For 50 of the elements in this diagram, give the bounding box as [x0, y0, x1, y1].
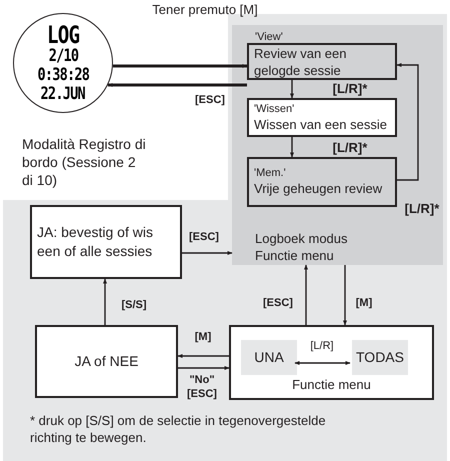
arrow [107, 83, 247, 87]
box-heading: 'View' [255, 31, 283, 44]
box-text: Wissen van een sessie [254, 116, 388, 132]
option-text: UNA [254, 348, 284, 367]
arrow [304, 264, 308, 325]
display-readout: LOG [46, 22, 80, 46]
box-text: Vrije geheugen review [254, 180, 384, 197]
display-readout: 2/10 [48, 46, 78, 66]
menu-panel [232, 25, 443, 265]
arrow [290, 80, 294, 98]
box-text: Review van een gelogde sessie [254, 44, 348, 78]
arrow [178, 354, 229, 358]
arrow [396, 63, 419, 181]
footnote: * druk op [S/S] om de selectie in tegenovergestelde richting te bewegen. [30, 412, 327, 446]
arrow [112, 64, 248, 68]
arrow [290, 137, 294, 158]
box-text: JA of NEE [74, 352, 140, 371]
option-text: TODAS [356, 348, 404, 367]
edge-label: [L/R]* [332, 82, 368, 96]
arrow [343, 265, 347, 326]
menu-box [247, 157, 397, 207]
box-heading: 'Mem.' [254, 167, 287, 180]
edge-label: [M] [354, 296, 374, 310]
box-text: Functie menu [291, 376, 372, 393]
box-heading: 'Wissen' [254, 102, 296, 116]
panel-title: Logboek modus Functie menu [255, 230, 349, 264]
box-text: JA: bevestig of wis een of alle sessies [37, 223, 154, 261]
process-box [247, 98, 397, 137]
process-box [35, 325, 178, 398]
edge-label: [L/R]* [404, 202, 440, 216]
edge-label: [L/R]* [332, 141, 368, 155]
process-box [30, 205, 182, 279]
edge-label: [M] [194, 330, 212, 344]
edge-label: [L/R] [309, 339, 335, 353]
arrow [178, 366, 230, 370]
arrow [182, 251, 232, 255]
edge-label: [S/S] [120, 298, 148, 312]
edge-label: [ESC] [262, 296, 294, 310]
option-tile [352, 340, 408, 375]
option-tile [241, 340, 297, 375]
edge-label: [ESC] [188, 230, 220, 244]
edge-label: Tener premuto [M] [151, 3, 259, 17]
edge-label: [ESC] [194, 93, 226, 107]
display-readout: 22.JUN [40, 84, 86, 104]
display-readout: 0:38:28 [37, 66, 89, 84]
arrow [103, 278, 107, 325]
mode-caption: Modalità Registro di bordo (Sessione 2 di 10) [22, 135, 147, 189]
edge-label: "No" [ESC] [186, 373, 218, 401]
arrow [294, 361, 350, 365]
process-box [229, 325, 434, 400]
